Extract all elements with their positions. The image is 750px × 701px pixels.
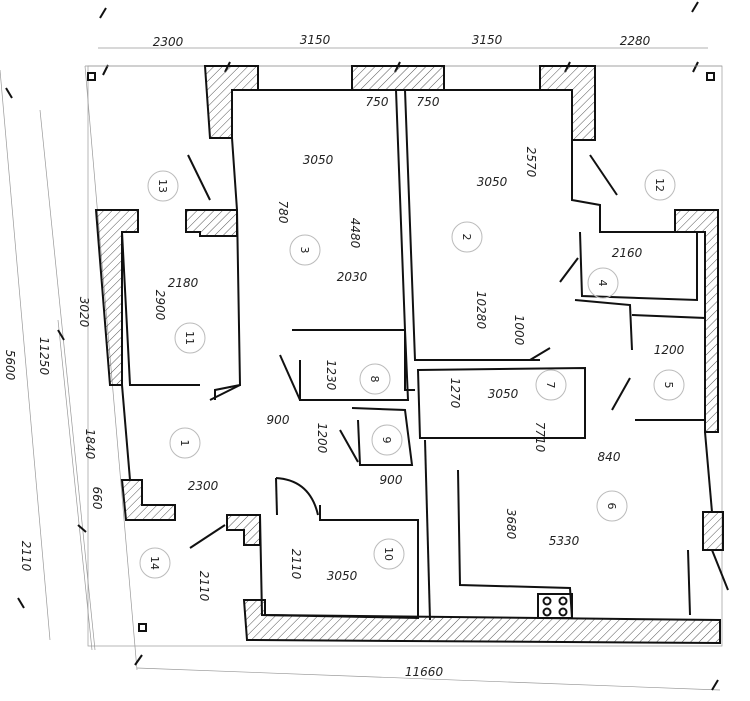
svg-text:12: 12	[653, 178, 666, 192]
svg-text:8: 8	[368, 376, 381, 383]
svg-text:14: 14	[148, 556, 161, 570]
column-marker	[706, 72, 715, 81]
room-11: 11	[174, 322, 206, 354]
interior-walls	[121, 89, 713, 621]
doors	[187, 154, 729, 591]
room-6: 6	[596, 490, 628, 522]
dim-kitchen: 3680	[504, 509, 518, 540]
room-10: 10	[373, 538, 405, 570]
svg-text:6: 6	[605, 503, 618, 510]
dim-r11-width: 2180	[168, 276, 199, 290]
walls	[94, 65, 724, 645]
dim-r3-length: 4480	[348, 218, 362, 249]
dim-top-4: 2280	[620, 34, 651, 48]
dim-wall-left: 750	[366, 95, 389, 109]
dim-left-3020: 3020	[77, 297, 91, 328]
dim-hall-opening: 900	[267, 413, 290, 427]
svg-text:10: 10	[382, 547, 395, 561]
dim-r11-length: 2900	[153, 290, 167, 321]
svg-text:3: 3	[298, 247, 311, 254]
dim-r2-side: 2570	[524, 147, 538, 178]
dim-r7-width: 3050	[488, 387, 519, 401]
dim-r14-length: 2110	[197, 571, 211, 602]
dim-top-3: 3150	[472, 33, 503, 47]
room-5: 5	[653, 369, 685, 401]
svg-text:9: 9	[380, 437, 393, 444]
dim-r10-width: 3050	[327, 569, 358, 583]
stove-icon	[537, 593, 573, 619]
room-4: 4	[587, 267, 619, 299]
dim-left-2110: 2110	[19, 541, 33, 572]
dim-left-11250: 11250	[37, 337, 51, 376]
dim-left-1840: 1840	[83, 429, 97, 460]
dim-r9-door: 900	[380, 473, 403, 487]
dim-r3-lower: 2030	[337, 270, 368, 284]
dim-left-660: 660	[90, 487, 104, 510]
dim-r1-width: 2300	[188, 479, 219, 493]
dim-r6-length: 7710	[533, 422, 547, 453]
svg-text:4: 4	[596, 280, 609, 287]
dim-corridor: 10280	[474, 291, 488, 330]
dim-r8-length: 1230	[324, 360, 338, 391]
dim-r5-width: 1200	[654, 343, 685, 357]
dim-r7-door: 1000	[512, 315, 526, 346]
dim-r9-length: 1200	[315, 423, 329, 454]
room-3: 3	[289, 234, 321, 266]
room-13: 13	[147, 170, 179, 202]
room-9: 9	[371, 424, 403, 456]
dim-top-1: 2300	[153, 35, 184, 49]
dim-top-2: 3150	[300, 33, 331, 47]
room-14: 14	[139, 547, 171, 579]
room-labels: 13 12 3 2 11 4 8 5 7 1 9 6 10 14	[139, 169, 685, 579]
room-7: 7	[535, 369, 567, 401]
column-marker	[87, 72, 96, 81]
dim-r6-width: 5330	[549, 534, 580, 548]
svg-text:5: 5	[662, 382, 675, 389]
dim-r6-door: 840	[598, 450, 621, 464]
room-2: 2	[451, 221, 483, 253]
room-12: 12	[644, 169, 676, 201]
inner-dimensions: 3050 3050 2570 780 4480 2030 2180 2900 2…	[153, 147, 685, 602]
dim-r7-length: 1270	[448, 378, 462, 409]
dim-r10-length: 2110	[289, 549, 303, 580]
svg-text:1: 1	[178, 440, 191, 447]
room-1: 1	[169, 427, 201, 459]
column-marker	[138, 623, 147, 632]
svg-text:2: 2	[460, 234, 473, 241]
svg-text:7: 7	[544, 382, 557, 389]
svg-text:11: 11	[183, 331, 196, 345]
dim-r3-door: 780	[276, 201, 290, 224]
dim-r4-width: 2160	[612, 246, 643, 260]
dim-r2-width: 3050	[477, 175, 508, 189]
room-8: 8	[359, 363, 391, 395]
dim-wall-right: 750	[417, 95, 440, 109]
dim-left-5600: 5600	[3, 350, 17, 381]
dim-r3-width: 3050	[303, 153, 334, 167]
svg-text:13: 13	[156, 179, 169, 193]
dim-bottom: 11660	[405, 665, 444, 679]
